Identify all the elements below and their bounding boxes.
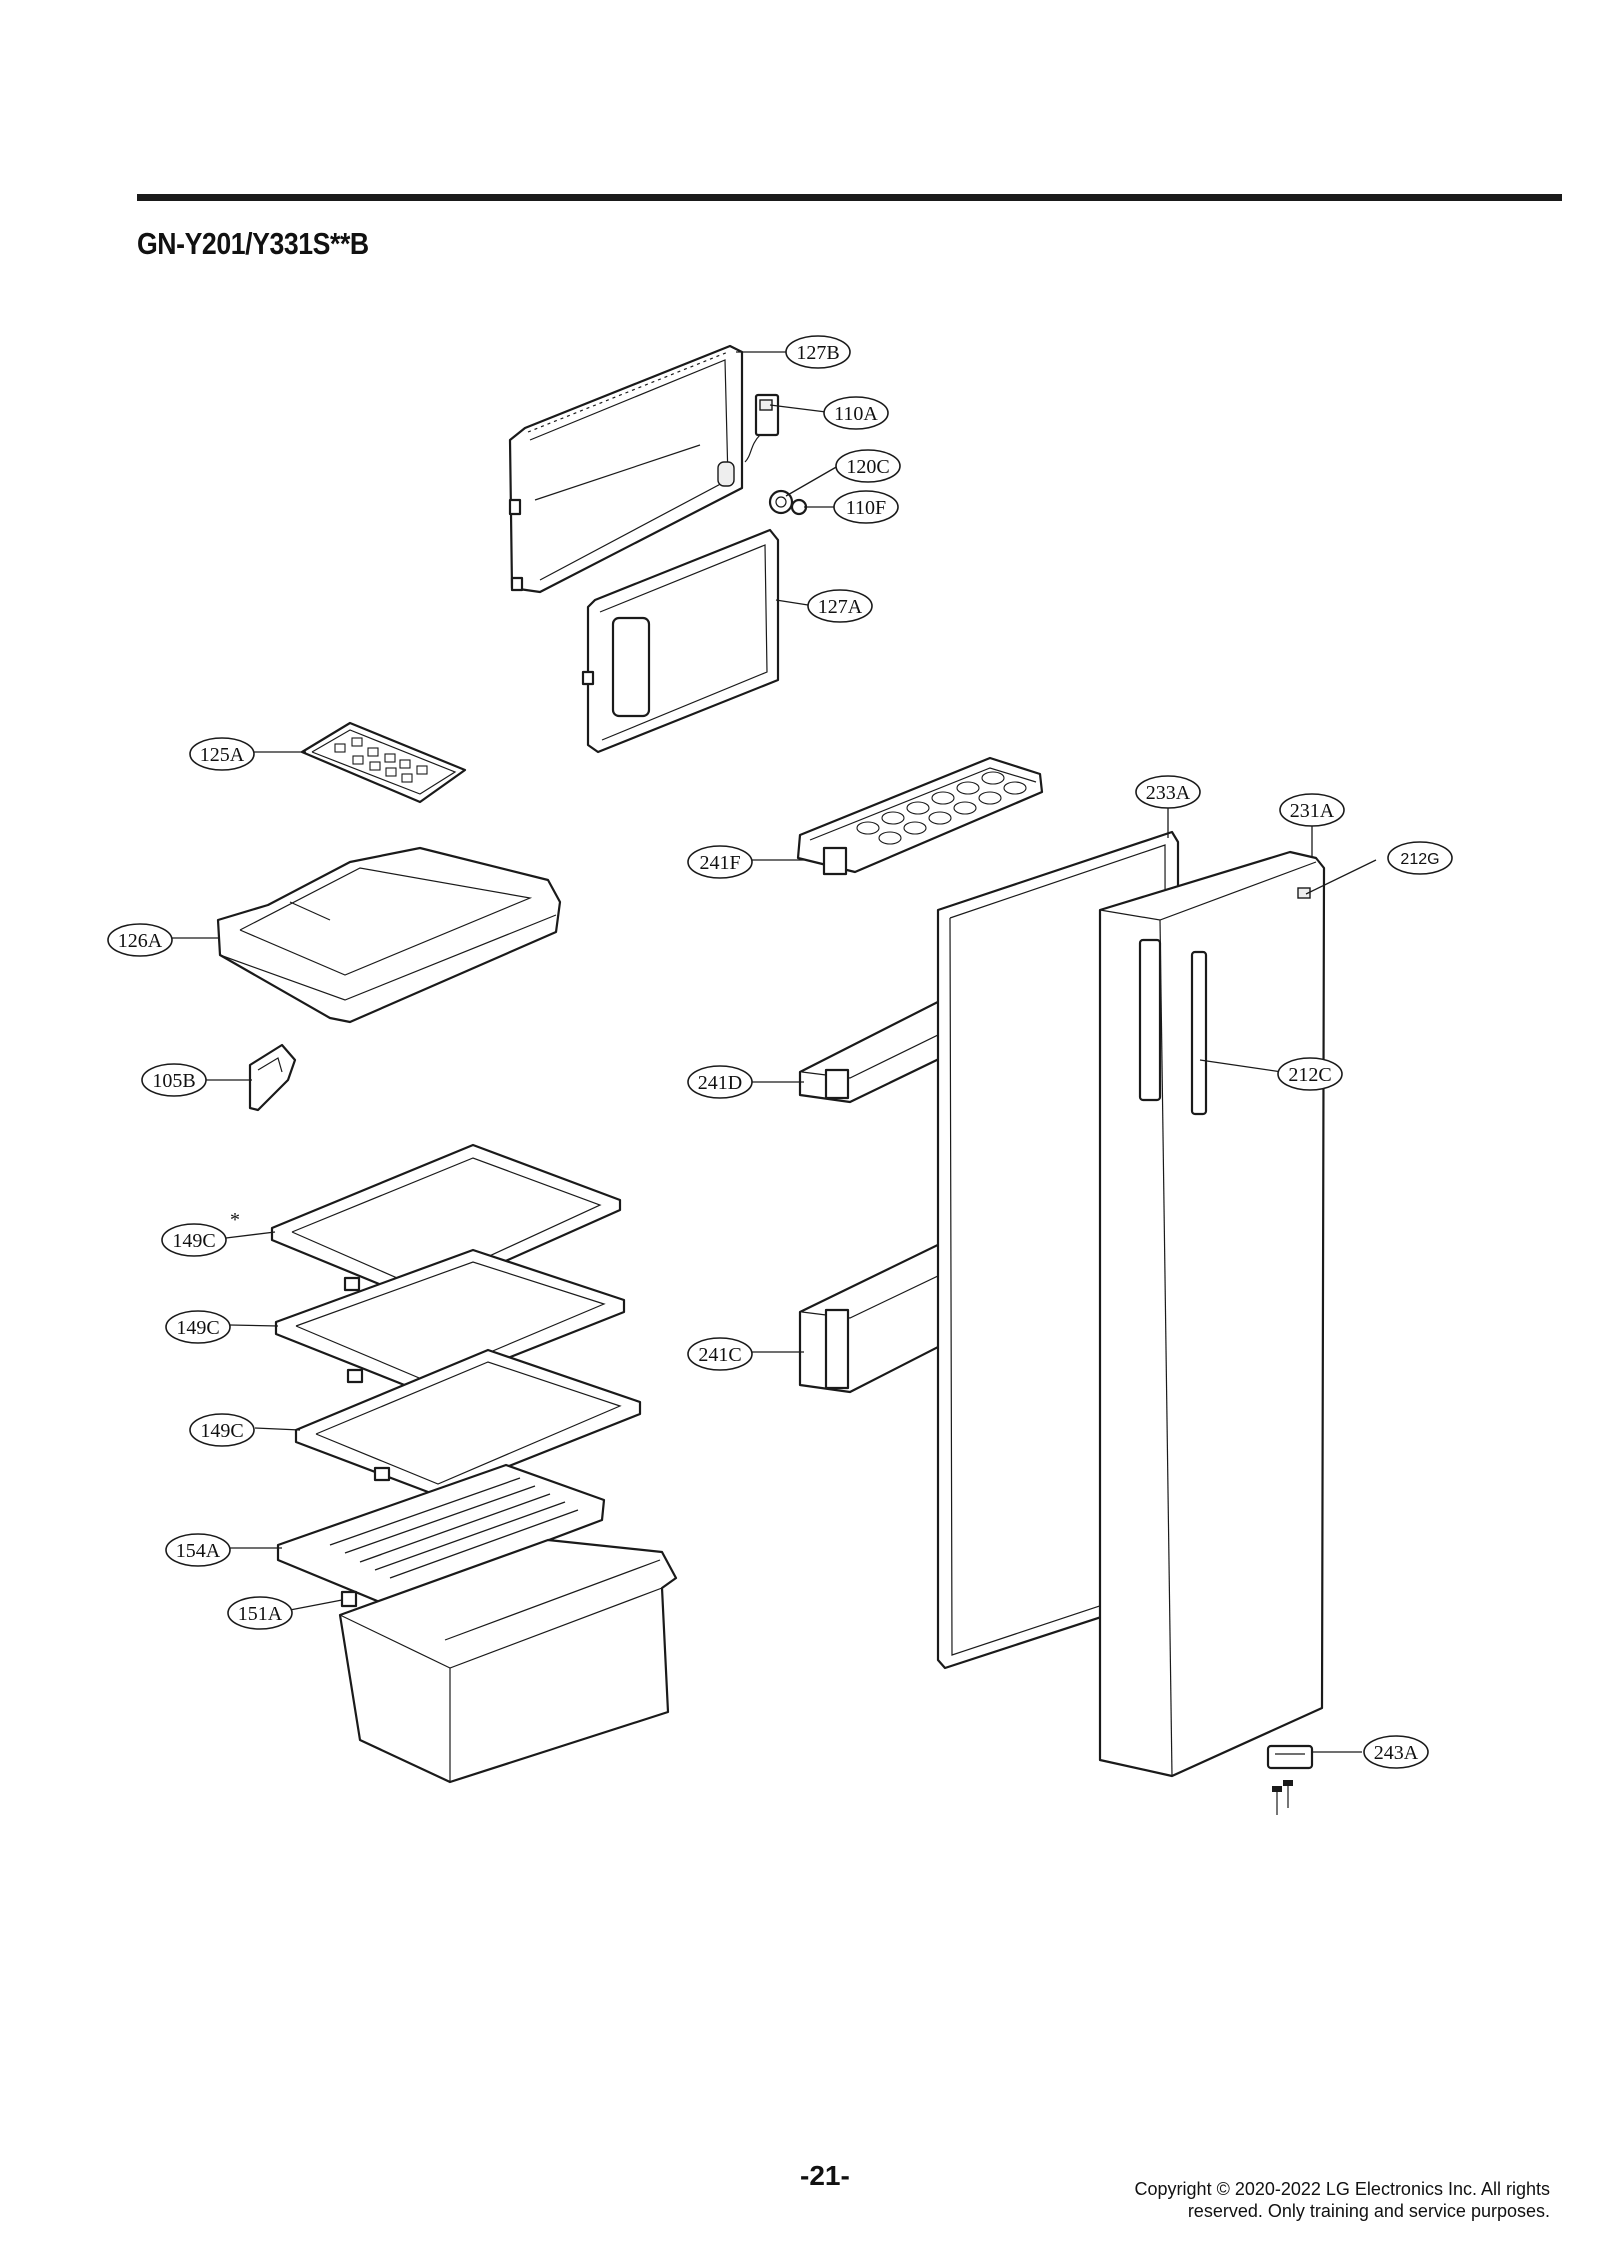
svg-text:212C: 212C <box>1288 1064 1331 1086</box>
part-151a-crisper-drawer <box>338 1538 678 1784</box>
callout-151a: 151A <box>227 1596 293 1630</box>
callout-154a: 154A <box>165 1533 231 1567</box>
callout-110f: 110F <box>833 490 899 524</box>
copyright-line-2: reserved. Only training and service purp… <box>1187 2201 1550 2221</box>
part-241f-egg-tray <box>796 756 1044 876</box>
svg-text:243A: 243A <box>1374 1742 1419 1764</box>
part-149c-shelf-bottom <box>294 1348 642 1497</box>
svg-text:151A: 151A <box>238 1603 283 1625</box>
callout-125a: 125A <box>189 737 255 771</box>
svg-text:105B: 105B <box>152 1070 195 1092</box>
part-127a-inner-panel <box>581 528 780 754</box>
page-number: -21- <box>800 2160 850 2191</box>
part-243a-screws <box>1272 1780 1293 1815</box>
part-110f-cap <box>790 498 808 516</box>
callout-127b: 127B <box>785 335 851 369</box>
callout-212g: 212G <box>1387 841 1453 875</box>
part-105b-bracket <box>248 1043 297 1112</box>
callout-110a: 110A <box>823 396 889 430</box>
svg-text:149C: 149C <box>172 1230 215 1252</box>
callout-243a: 243A <box>1363 1735 1429 1769</box>
svg-text:120C: 120C <box>846 456 889 478</box>
svg-text:125A: 125A <box>200 744 245 766</box>
svg-text:110F: 110F <box>846 497 886 519</box>
callout-241d: 241D <box>687 1065 753 1099</box>
part-243a-hinge <box>1266 1744 1314 1770</box>
svg-text:212G: 212G <box>1400 851 1439 868</box>
callout-127a: 127A <box>807 589 873 623</box>
svg-text:149C: 149C <box>176 1317 219 1339</box>
part-125a-ice-tray <box>300 721 467 804</box>
svg-text:127A: 127A <box>818 596 863 618</box>
callout-126a: 126A <box>107 923 173 957</box>
part-127b-freezer-door-frame <box>508 344 744 594</box>
svg-text:231A: 231A <box>1290 800 1335 822</box>
leader-lines <box>170 351 1377 1753</box>
svg-text:127B: 127B <box>796 342 839 364</box>
part-120c-knob <box>768 489 794 515</box>
part-231a-refrigerator-door <box>1098 850 1326 1778</box>
svg-text:126A: 126A <box>118 930 163 952</box>
copyright-notice: Copyright © 2020-2022 LG Electronics Inc… <box>1090 2178 1550 2222</box>
callout-149c-top: 149C * <box>161 1209 240 1257</box>
callout-212c: 212C <box>1277 1057 1343 1091</box>
callout-241f: 241F <box>687 845 753 879</box>
header-rule <box>137 194 1562 201</box>
part-126a-freezer-tray <box>216 846 562 1024</box>
callout-149c-middle: 149C <box>165 1310 231 1344</box>
svg-text:149C: 149C <box>200 1420 243 1442</box>
part-154a-crisper-cover <box>276 1463 606 1605</box>
svg-text:241F: 241F <box>699 852 740 874</box>
callout-149c-bottom: 149C <box>189 1413 255 1447</box>
svg-text:110A: 110A <box>834 403 878 425</box>
part-149c-shelf-top <box>270 1143 622 1302</box>
callout-105b: 105B <box>141 1063 207 1097</box>
callout-233a: 233A <box>1135 775 1201 809</box>
callout-241c: 241C <box>687 1337 753 1371</box>
part-149c-shelf-middle <box>274 1248 626 1394</box>
copyright-line-1: Copyright © 2020-2022 LG Electronics Inc… <box>1134 2179 1550 2199</box>
svg-text:154A: 154A <box>176 1540 221 1562</box>
asterisk-mark: * <box>230 1209 240 1231</box>
callout-120c: 120C <box>835 449 901 483</box>
svg-text:241D: 241D <box>698 1072 742 1094</box>
svg-text:233A: 233A <box>1146 782 1191 804</box>
svg-text:241C: 241C <box>698 1344 741 1366</box>
model-title: GN-Y201/Y331S**B <box>137 226 369 261</box>
callout-231a: 231A <box>1279 793 1345 827</box>
